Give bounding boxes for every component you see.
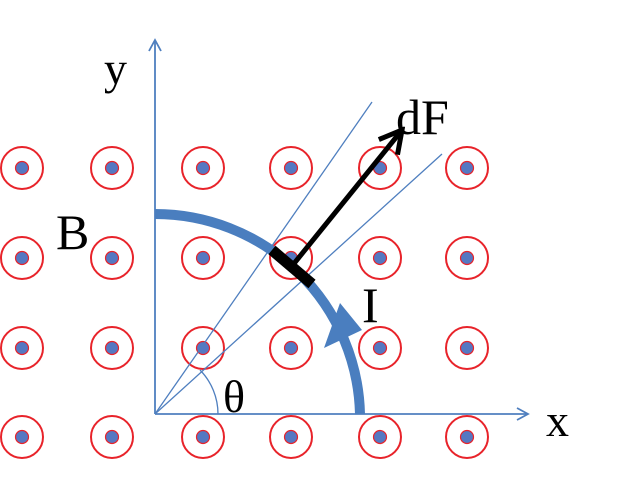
current-label: I (362, 277, 379, 333)
field-out-of-page-icon (90, 326, 134, 370)
field-out-of-page-icon (445, 415, 489, 459)
field-out-of-page-icon (0, 146, 44, 190)
field-out-of-page-icon (90, 236, 134, 280)
upper-ray-line (154, 101, 373, 415)
angle-arc (199, 369, 219, 415)
field-out-of-page-icon (445, 326, 489, 370)
field-out-of-page-icon (90, 415, 134, 459)
current-arrowhead-icon (324, 303, 362, 348)
field-out-of-page-icon (181, 326, 225, 370)
current-arc (154, 209, 365, 415)
force-arrow (290, 130, 402, 268)
field-out-of-page-icon (358, 415, 402, 459)
field-out-of-page-icon (0, 415, 44, 459)
lower-ray-line (154, 153, 443, 415)
field-out-of-page-icon (181, 415, 225, 459)
force-label: dF (396, 89, 449, 145)
field-out-of-page-icon (0, 326, 44, 370)
field-out-of-page-icon (445, 146, 489, 190)
field-out-of-page-icon (269, 326, 313, 370)
field-out-of-page-icon (181, 236, 225, 280)
field-out-of-page-icon (269, 415, 313, 459)
field-label: B (56, 204, 89, 260)
field-out-of-page-icon (0, 236, 44, 280)
x-axis-label: x (546, 395, 569, 446)
angle-label: θ (223, 371, 245, 422)
y-axis-label: y (104, 43, 127, 94)
wire-element-segment (268, 245, 316, 289)
field-out-of-page-icon (181, 146, 225, 190)
magnetic-field-grid (0, 146, 489, 459)
field-out-of-page-icon (445, 236, 489, 280)
field-out-of-page-icon (269, 146, 313, 190)
field-out-of-page-icon (358, 236, 402, 280)
field-out-of-page-icon (358, 326, 402, 370)
field-out-of-page-icon (90, 146, 134, 190)
